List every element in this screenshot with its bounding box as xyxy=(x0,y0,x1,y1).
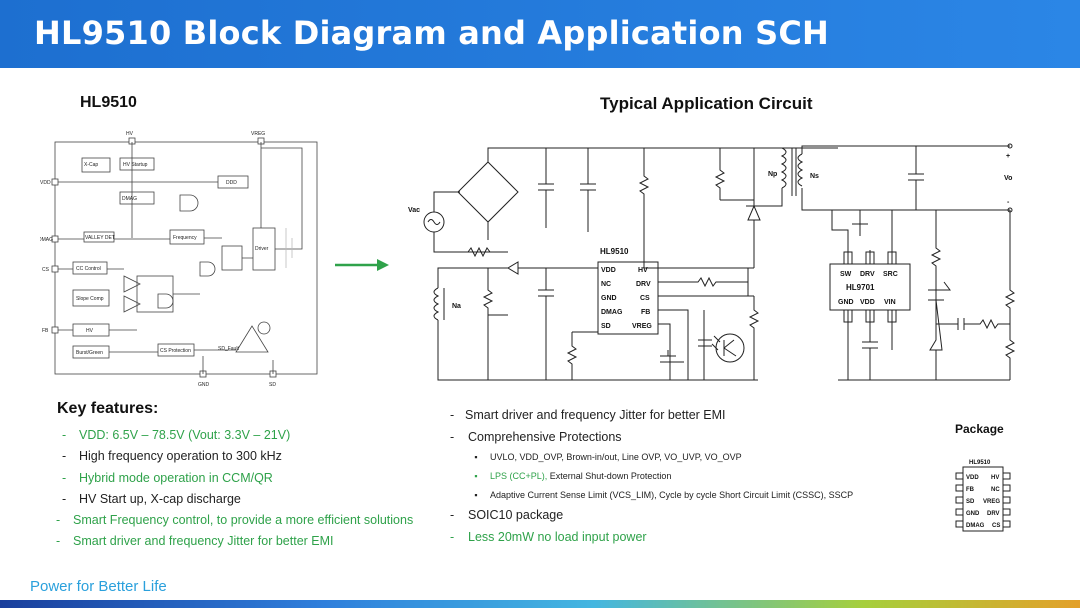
svg-text:SD_Fault: SD_Fault xyxy=(218,346,239,352)
rf-subitem: ▪LPS (CC+PL), External Shut-down Protect… xyxy=(474,471,672,481)
label-minus: - xyxy=(1007,199,1010,206)
rf-item: -Smart driver and frequency Jitter for b… xyxy=(450,408,726,422)
header-bar: HL9510 Block Diagram and Application SCH xyxy=(0,0,1080,68)
svg-text:FB: FB xyxy=(42,328,49,334)
pkg-pin-dmag: DMAG xyxy=(966,523,985,529)
package-label: Package xyxy=(955,422,1004,436)
rf-subitem: ▪Adaptive Current Sense Limit (VCS_LIM),… xyxy=(474,490,854,500)
svg-text:VALLEY DET: VALLEY DET xyxy=(85,235,115,241)
svg-text:SD: SD xyxy=(269,382,276,388)
block-diagram-title: HL9510 xyxy=(80,94,137,111)
svg-text:CS: CS xyxy=(42,267,50,273)
ic2-pin-src: SRC xyxy=(883,271,898,278)
pkg-pin-vdd: VDD xyxy=(966,475,979,481)
application-circuit: HL9510 HL9701 VDD NC GND DMAG SD HV DRV … xyxy=(408,143,1016,381)
feature-item: -HV Start up, X-cap discharge xyxy=(62,491,241,506)
label-plus: + xyxy=(1006,153,1010,160)
ic2-pin-drv: DRV xyxy=(860,271,875,278)
ic2-pin-vin: VIN xyxy=(884,299,896,306)
svg-text:DMAG: DMAG xyxy=(122,196,137,202)
svg-text:HV Startup: HV Startup xyxy=(123,162,148,168)
pkg-pin-hv: HV xyxy=(991,475,999,481)
pkg-pin-sd: SD xyxy=(966,499,975,505)
pkg-pin-fb: FB xyxy=(966,487,975,493)
key-features-list: -VDD: 6.5V – 78.5V (Vout: 3.3V – 21V) -H… xyxy=(56,425,413,553)
ic2-pin-gnd: GND xyxy=(838,299,854,306)
ic2-name: HL9701 xyxy=(846,283,875,292)
pkg-pin-cs: CS xyxy=(992,523,1000,529)
pkg-pin-nc: NC xyxy=(991,487,1000,493)
key-features-title: Key features: xyxy=(57,400,159,417)
rf-subitem: ▪UVLO, VDD_OVP, Brown-in/out, Line OVP, … xyxy=(474,452,742,462)
ic1-pin-drv: DRV xyxy=(636,281,651,288)
ic1-pin-cs: CS xyxy=(640,295,650,302)
package-chip-name: HL9510 xyxy=(969,460,991,466)
svg-text:HV: HV xyxy=(126,131,134,137)
svg-text:DMAG: DMAG xyxy=(40,237,53,243)
svg-text:VREG: VREG xyxy=(251,131,265,137)
feature-item: -Hybrid mode operation in CCM/QR xyxy=(62,470,273,485)
ic1-pin-gnd: GND xyxy=(601,295,617,302)
ic1-name: HL9510 xyxy=(600,247,629,256)
svg-text:Slope Comp: Slope Comp xyxy=(76,296,104,302)
page-title: HL9510 Block Diagram and Application SCH xyxy=(34,14,829,52)
rf-item: -Less 20mW no load input power xyxy=(450,530,647,544)
ic1-pin-vreg: VREG xyxy=(632,323,652,330)
footer-color-bar xyxy=(0,600,1080,608)
label-np: Np xyxy=(768,171,777,178)
ic1-pin-vdd: VDD xyxy=(601,267,616,274)
svg-text:X-Cap: X-Cap xyxy=(84,162,98,168)
ic1-pin-sd: SD xyxy=(601,323,611,330)
pkg-pin-drv: DRV xyxy=(987,511,1000,517)
svg-text:Burst/Green: Burst/Green xyxy=(76,350,103,356)
ic1-pin-dmag: DMAG xyxy=(601,309,623,316)
label-vac: Vac xyxy=(408,207,420,214)
rf-item: -Comprehensive Protections xyxy=(450,430,622,444)
svg-text:HV: HV xyxy=(86,328,94,334)
ic2-pin-vdd: VDD xyxy=(860,299,875,306)
ic1-pin-hv: HV xyxy=(638,267,648,274)
svg-text:VDD: VDD xyxy=(40,180,51,186)
ic2-pin-sw: SW xyxy=(840,271,852,278)
pkg-pin-gnd: GND xyxy=(966,511,980,517)
svg-text:CS Protection: CS Protection xyxy=(160,348,191,354)
pkg-pin-vreg: VREG xyxy=(983,499,1000,505)
feature-item: -VDD: 6.5V – 78.5V (Vout: 3.3V – 21V) xyxy=(62,428,291,442)
svg-text:CC Control: CC Control xyxy=(76,266,101,272)
svg-text:DDD: DDD xyxy=(226,180,237,186)
block-diagram: HV VREG VDD DMAG CS FB GND SD X-Cap HV Startu… xyxy=(40,131,318,388)
label-vo: Vo xyxy=(1004,175,1012,182)
feature-item: -Smart Frequency control, to provide a m… xyxy=(56,513,414,528)
package-diagram: HL9510 VDD FB SD GND DMAG HV NC VREG DRV… xyxy=(955,460,1011,532)
svg-text:Driver: Driver xyxy=(255,246,269,252)
label-na: Na xyxy=(452,303,461,310)
ic1-pin-nc: NC xyxy=(601,281,611,288)
app-circuit-title: Typical Application Circuit xyxy=(600,94,813,113)
feature-item: -Smart driver and frequency Jitter for b… xyxy=(56,534,334,549)
svg-text:GND: GND xyxy=(198,382,210,388)
footer-tagline: Power for Better Life xyxy=(30,578,167,595)
svg-text:Frequency: Frequency xyxy=(173,235,197,241)
rf-item: -SOIC10 package xyxy=(450,508,564,522)
feature-item: -High frequency operation to 300 kHz xyxy=(62,449,282,464)
ic1-pin-fb: FB xyxy=(641,309,650,316)
label-ns: Ns xyxy=(810,173,819,180)
flow-arrow xyxy=(335,259,389,271)
protections-list: -Smart driver and frequency Jitter for b… xyxy=(450,404,853,548)
